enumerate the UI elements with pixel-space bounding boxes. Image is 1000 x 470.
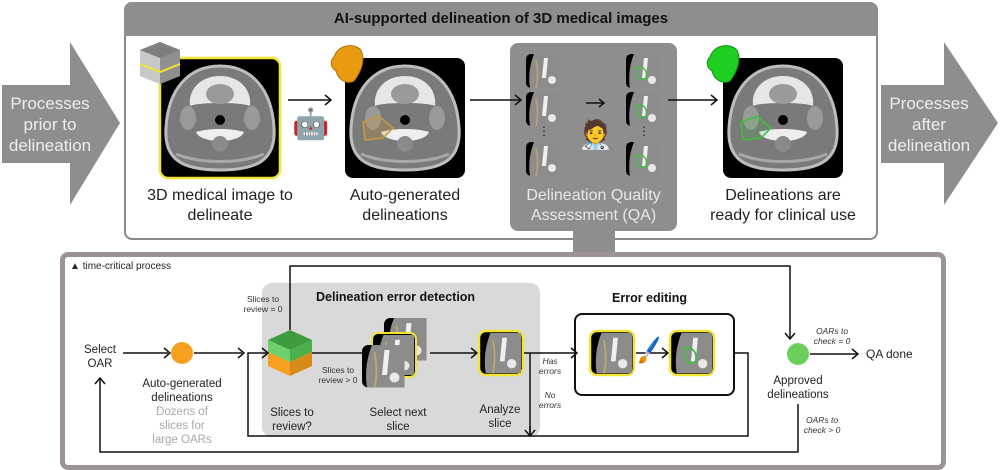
caption-line: delineations [362,207,448,224]
edit-return-line [530,352,749,437]
label-line: errors [538,400,562,410]
label-line: Analyze [479,404,521,416]
cube-slice-icon [139,42,181,84]
orange-organ-icon [330,45,364,83]
step-caption-ready: Delineations are ready for clinical use [690,186,876,226]
skip-to-approved-line [289,265,791,338]
slices-question-label: Slices to review? [262,406,322,434]
label-line: slices for [159,420,205,432]
auto-generated-label: Auto-generated delineations [128,377,236,405]
oars-zero-label: OARs to check = 0 [810,326,854,346]
step-caption-auto: Auto-generated delineations [320,186,490,226]
oars-positive-label: OARs to check > 0 [800,415,844,435]
left-arrow-line: prior to [23,115,77,134]
analyze-label: Analyze slice [474,403,526,431]
detection-title: Delineation error detection [316,290,476,304]
ellipsis-icon: ⋮ [638,124,650,138]
label-line: delineations [767,389,829,401]
label-line: review > 0 [318,375,358,385]
ellipsis-icon: ⋮ [538,124,550,138]
brush-icon: 🖌️ [633,335,666,366]
analyze-slice-thumb [477,329,525,377]
caption-line: delineate [187,207,253,224]
select-next-label: Select next slice [362,406,434,434]
label-line: Select [84,344,116,356]
label-line: Auto-generated [142,378,222,390]
label-line: Slices to [246,294,280,304]
caption-line: Delineations are [725,187,841,204]
caption-line: Assessment (QA) [530,207,657,224]
auto-generated-dot [171,342,193,364]
clinician-icon: 🧑‍⚕️ [578,119,613,150]
select-next-slice-thumbs [361,317,428,389]
slices-zero-label: Slices to review = 0 [238,294,288,314]
label-line: OARs to [815,326,849,336]
left-arrow-line: Processes [10,94,90,113]
warning-icon: ▲ [70,261,80,272]
left-process-arrow [2,42,120,205]
label-line: review? [272,421,312,433]
ct-image-auto [343,56,467,180]
label-line: Slices to [321,365,355,375]
label-line: Dozens of [156,406,208,418]
warning-text: time-critical process [82,261,172,272]
label-line: Select next [369,407,427,419]
caption-line: 3D medical image to [147,187,293,204]
label-line: large OARs [152,434,212,446]
left-arrow-label: Processes prior to delineation [4,93,96,156]
no-errors-label: No errors [536,390,564,410]
qa-done-label: QA done [866,347,913,361]
step-caption-input: 3D medical image to delineate [130,186,310,226]
label-line: slice [488,418,512,430]
edit-before-thumb [588,329,636,377]
ct-image-ready [721,56,845,180]
qa-connector [573,231,615,255]
left-arrow-line: delineation [8,136,92,155]
label-line: OARs to [805,415,839,425]
right-process-arrow [881,42,998,205]
caption-line: Auto-generated [349,187,461,204]
step-caption-qa: Delineation Quality Assessment (QA) [510,186,677,226]
label-line: Slices to [270,407,314,419]
slices-positive-label: Slices to review > 0 [310,365,366,385]
label-line: delineations [151,392,213,404]
label-line: check = 0 [813,336,851,346]
label-line: errors [538,366,562,376]
caption-line: Delineation Quality [526,187,661,204]
right-arrow-line: delineation [887,136,971,155]
label-line: review = 0 [243,304,283,314]
approved-label: Approved delineations [758,374,838,402]
label-line: check > 0 [803,425,841,435]
approved-dot [787,343,809,365]
panel-title: AI-supported delineation of 3D medical i… [333,10,669,27]
editing-title: Error editing [612,291,688,305]
auto-generated-note: Dozens of slices for large OARs [148,405,216,447]
next-oar-loop-line [99,378,799,453]
right-arrow-line: after [911,115,947,134]
slices-decision-cube [268,330,312,376]
panel-header [124,2,878,36]
right-arrow-line: Processes [889,94,969,113]
label-line: slice [386,421,410,433]
green-organ-icon [706,45,740,83]
label-line: OAR [87,358,113,370]
label-line: Has [542,356,558,366]
robot-icon: 🤖 [292,108,330,141]
has-errors-label: Has errors [536,356,564,376]
select-oar-label: Select OAR [80,343,120,371]
time-critical-label: ▲ time-critical process [70,261,171,272]
caption-line: ready for clinical use [710,207,856,224]
right-arrow-label: Processes after delineation [880,93,978,156]
edit-after-thumb [668,329,716,377]
ct-image-input [158,56,282,180]
label-line: Approved [773,375,823,387]
label-line: No [544,390,556,400]
